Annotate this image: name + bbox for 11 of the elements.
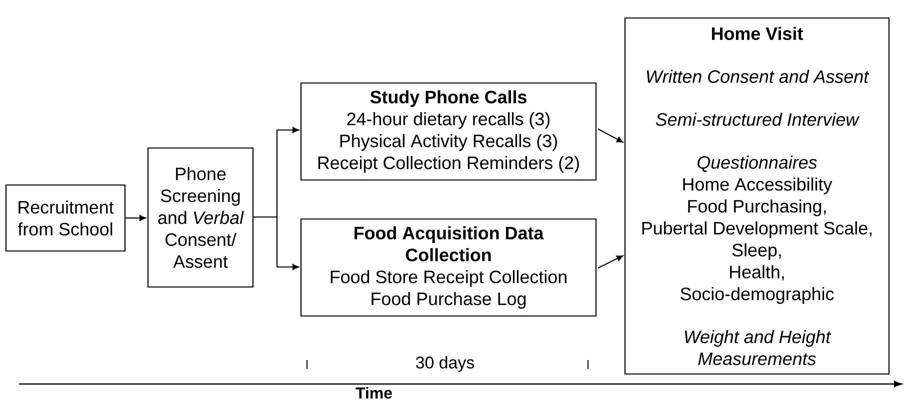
arrow (126, 215, 146, 222)
process-box: Home Visit Written Consent and Assent Semi-structured Interview Questionnaires Home Accessibility Food Purchasing, Pubertal Development Scale, Sleep, Health, Socio-demographic Weight and Height Measurements (624, 17, 890, 375)
process-box: Study Phone Calls 24-hour dietary recalls (3) Physical Activity Recalls (3) Receipt Collection Reminders (2) (300, 82, 597, 181)
process-box: Recruitment from School (5, 184, 126, 252)
arrow (598, 128, 624, 143)
process-box: Food Acquisition Data Collection Food Store Receipt Collection Food Purchase Log (300, 218, 597, 317)
arrow (254, 216, 300, 270)
arrow (598, 255, 624, 268)
dimension-label: 30 days (416, 356, 474, 372)
axis-label: Time (356, 386, 392, 399)
process-box: Phone Screening and Verbal Consent/ Assent (147, 147, 254, 288)
